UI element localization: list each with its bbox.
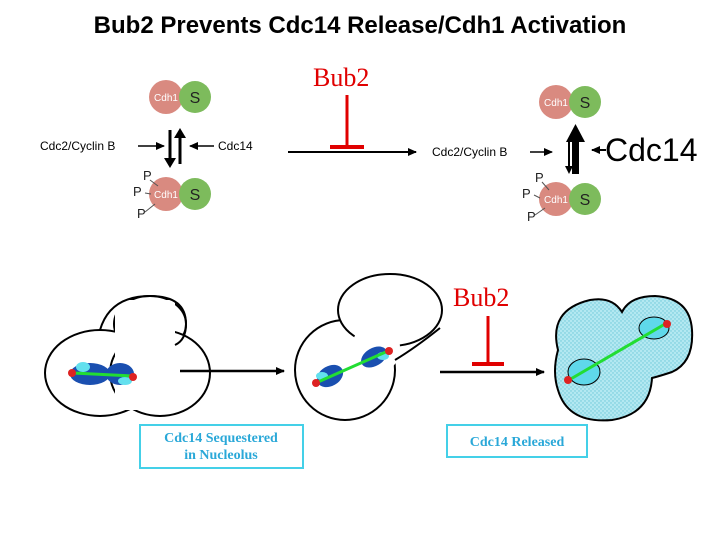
cdh1-bubble xyxy=(149,80,183,114)
spindle xyxy=(568,322,666,382)
spindle-pole-body xyxy=(564,376,572,384)
released-cell-body xyxy=(554,294,694,422)
cdh1-label: Cdh1 xyxy=(154,93,178,104)
cdh1-bubble xyxy=(539,85,573,119)
phosphate-bond xyxy=(541,181,550,191)
spindle-pole-body xyxy=(129,373,137,381)
phosphatase-label-large: Cdc14 xyxy=(605,132,698,168)
dephosphorylation-arrow-thick xyxy=(572,140,579,174)
phosphate-bond xyxy=(144,203,156,213)
bub2-label-bottom: Bub2 xyxy=(453,283,509,312)
cdh1-inactive-group-top-left: Cdh1 S xyxy=(149,80,211,114)
bub2-label-top: Bub2 xyxy=(313,63,369,92)
cell-2 xyxy=(294,273,443,421)
s-bubble xyxy=(569,86,601,118)
s-label: S xyxy=(580,95,591,112)
spindle-pole-body xyxy=(663,320,671,328)
cdh1-label: Cdh1 xyxy=(154,190,178,201)
arrowhead xyxy=(565,166,573,174)
phosphate-label: P xyxy=(527,209,536,224)
phosphate-bond xyxy=(144,192,152,195)
s-bubble xyxy=(569,183,601,215)
arrowhead-thick xyxy=(566,124,585,142)
phosphatase-label: Cdc14 xyxy=(218,139,253,153)
spindle xyxy=(72,371,133,378)
cdh1-phospho-group-top-left: Cdh1 S P P P xyxy=(133,168,211,221)
nucleolus xyxy=(118,377,132,385)
cell-neck-mask xyxy=(115,300,175,410)
phosphate-bond xyxy=(149,179,159,187)
phosphate-label: P xyxy=(137,206,146,221)
cell-3-released xyxy=(554,294,694,422)
s-bubble xyxy=(179,178,211,210)
phosphate-label: P xyxy=(133,184,142,199)
spindle-pole-body xyxy=(68,369,76,377)
sequestered-label-line2: in Nucleolus xyxy=(184,448,258,463)
phosphate-bond xyxy=(533,194,541,199)
phosphate-label: P xyxy=(522,186,531,201)
cdh1-label: Cdh1 xyxy=(544,195,568,206)
spindle xyxy=(317,349,389,384)
cdh1-active-group-top-right: Cdh1 S xyxy=(539,85,601,119)
s-label: S xyxy=(580,192,591,209)
cdh1-bubble xyxy=(539,182,573,216)
arrowhead xyxy=(164,158,176,168)
phosphate-label: P xyxy=(143,168,152,183)
kinase-label: Cdc2/Cyclin B xyxy=(432,145,507,159)
spindle-pole-body xyxy=(312,379,320,387)
phosphate-label: P xyxy=(535,170,544,185)
sequestered-label-line1: Cdc14 Sequestered xyxy=(164,431,278,446)
s-bubble xyxy=(179,81,211,113)
kinase-label: Cdc2/Cyclin B xyxy=(40,139,115,153)
cdh1-phospho-group-top-right: Cdh1 S P P P xyxy=(522,170,601,224)
nucleolus xyxy=(76,362,90,372)
spindle-pole-body xyxy=(385,347,393,355)
cell-1 xyxy=(44,294,211,417)
s-label: S xyxy=(190,90,201,107)
arrowhead xyxy=(174,128,186,138)
sequestered-label-box xyxy=(139,424,304,469)
released-label: Cdc14 Released xyxy=(470,435,565,450)
bud-outline xyxy=(99,294,188,346)
released-label-box xyxy=(446,424,588,458)
s-label: S xyxy=(190,187,201,204)
phosphate-bond xyxy=(534,207,546,216)
slide-title: Bub2 Prevents Cdc14 Release/Cdh1 Activat… xyxy=(93,12,627,39)
cdh1-label: Cdh1 xyxy=(544,98,568,109)
neck-outline xyxy=(394,327,441,361)
